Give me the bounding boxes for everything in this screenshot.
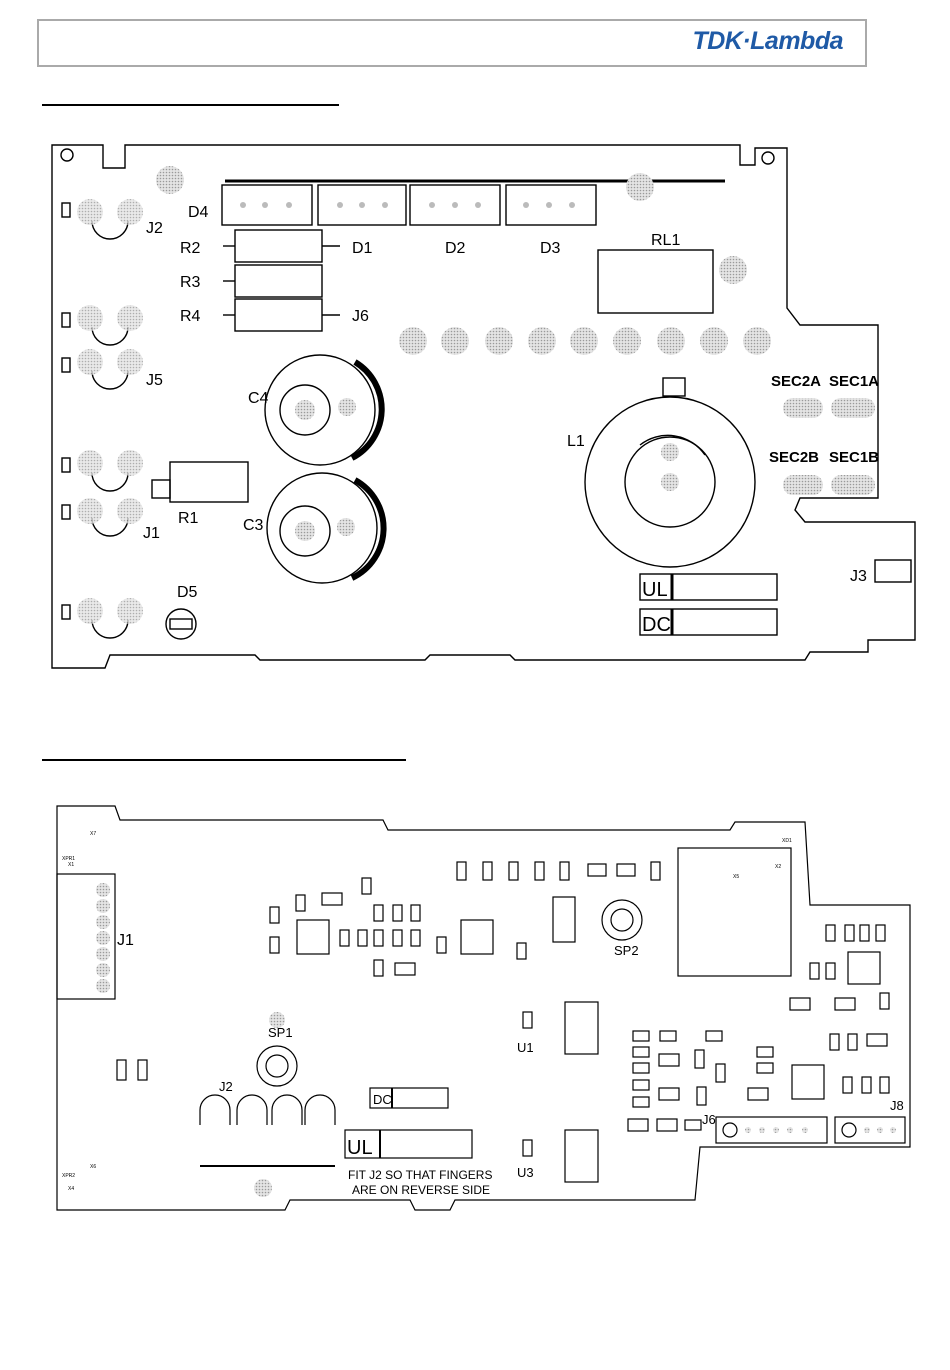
label-j6: J6 — [352, 308, 369, 325]
label-ul-1: UL — [642, 579, 668, 601]
label-j1-b2: J1 — [117, 932, 134, 949]
pad-row — [156, 166, 771, 355]
note-line-1: FIT J2 SO THAT FINGERS — [348, 1168, 492, 1182]
capacitor-c3 — [267, 473, 377, 583]
label-x5: X5 — [733, 874, 739, 880]
connector-j3 — [875, 560, 911, 582]
label-c4: C4 — [248, 390, 269, 407]
label-r1: R1 — [178, 510, 199, 527]
label-r2: R2 — [180, 240, 201, 257]
label-j8-b2: J8 — [890, 1098, 904, 1113]
label-x4: X4 — [68, 1186, 74, 1192]
resistor-r4 — [235, 299, 322, 331]
label-x2: X2 — [775, 864, 781, 870]
label-sec1a: SEC1A — [829, 373, 879, 390]
label-u3: U3 — [517, 1165, 534, 1180]
ic-xu4 — [792, 1065, 824, 1099]
label-d5: D5 — [177, 584, 198, 601]
label-sec2a: SEC2A — [771, 373, 821, 390]
label-x7: X7 — [90, 831, 96, 837]
buzzer-sp2 — [602, 900, 642, 940]
label-rl1: RL1 — [651, 232, 680, 249]
label-sp1: SP1 — [268, 1025, 293, 1040]
relay-rl1 — [598, 250, 713, 313]
label-c3: C3 — [243, 517, 264, 534]
label-j1: J1 — [143, 525, 160, 542]
buzzer-sp1 — [257, 1046, 297, 1086]
ic-xu1 — [297, 920, 329, 954]
left-connectors — [62, 203, 128, 638]
label-j6-b2: J6 — [702, 1112, 716, 1127]
label-j2: J2 — [146, 220, 163, 237]
label-xd1: XD1 — [782, 838, 792, 844]
resistor-r1 — [170, 462, 248, 502]
label-r3: R3 — [180, 274, 201, 291]
label-j2-b2: J2 — [219, 1079, 233, 1094]
label-ul-b2: UL — [347, 1137, 373, 1159]
note-line-2: ARE ON REVERSE SIDE — [352, 1183, 490, 1197]
label-sp2: SP2 — [614, 943, 639, 958]
label-u1: U1 — [517, 1040, 534, 1055]
label-r4: R4 — [180, 308, 201, 325]
label-xpr2: XPR2 — [62, 1173, 75, 1179]
label-d1: D1 — [352, 240, 373, 257]
label-x6: X6 — [90, 1164, 96, 1170]
connector-j2-fingers — [200, 1095, 335, 1166]
board-2-component-layout — [57, 806, 910, 1210]
label-x1: X1 — [68, 862, 74, 868]
label-sec1b: SEC1B — [829, 449, 879, 466]
ic-u3 — [565, 1130, 598, 1182]
label-d2: D2 — [445, 240, 466, 257]
ic-xu2 — [461, 920, 493, 954]
resistor-r2 — [235, 230, 322, 262]
label-l1: L1 — [567, 433, 585, 450]
connector-j6-b2 — [716, 1117, 827, 1143]
label-j3: J3 — [850, 568, 867, 585]
label-dc-1: DC — [642, 614, 671, 636]
ic-u1 — [565, 1002, 598, 1054]
resistor-r3 — [235, 265, 322, 297]
label-sec2b: SEC2B — [769, 449, 819, 466]
label-dc-b2: DC — [373, 1092, 392, 1107]
label-d4: D4 — [188, 204, 209, 221]
label-d3: D3 — [540, 240, 561, 257]
capacitor-c4 — [265, 355, 375, 465]
ic-xu3 — [848, 952, 880, 984]
label-j5: J5 — [146, 372, 163, 389]
